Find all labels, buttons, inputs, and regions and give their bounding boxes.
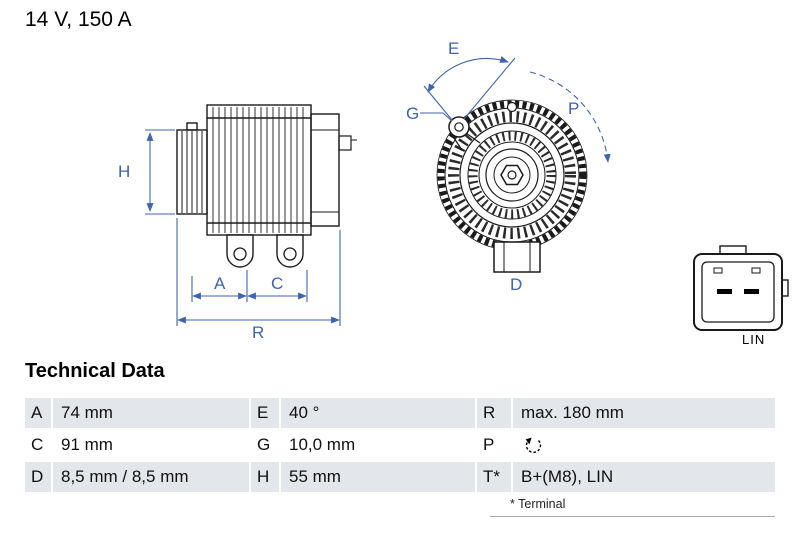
table-cell-value: B+(M8), LIN [513,462,775,492]
table-row: C 91 mm G 10,0 mm P [25,430,775,460]
table-cell-key: T* [477,462,511,492]
connector-pin [744,289,759,294]
page-title: 14 V, 150 A [25,8,132,31]
table-row: A 74 mm E 40 ° R max. 180 mm [25,398,775,428]
dim-label-r: R [252,323,264,342]
table-cell-key: C [25,430,51,460]
table-cell-key: H [251,462,279,492]
connector-drawing [693,245,789,331]
table-cell-value: 74 mm [53,398,249,428]
dim-label-p: P [568,99,579,118]
front-view-dimensions [420,56,611,163]
table-cell-key: G [251,430,279,460]
table-cell-value: max. 180 mm [513,398,775,428]
table-row: D 8,5 mm / 8,5 mm H 55 mm T* B+(M8), LIN [25,462,775,492]
technical-data-heading: Technical Data [25,360,165,382]
technical-drawing: H A C R [118,39,789,347]
rotation-direction-icon [525,437,542,454]
table-cell-key: A [25,398,51,428]
side-view-dimensions [145,129,341,326]
dim-label-h: H [118,162,130,181]
dim-label-a: A [214,274,226,293]
alternator-front-view [436,99,588,273]
table-cell-value: 55 mm [281,462,475,492]
technical-data-table: A 74 mm E 40 ° R max. 180 mm C 91 mm G 1… [25,398,775,517]
table-cell-value: 40 ° [281,398,475,428]
table-cell-key: P [477,430,511,460]
table-cell-key: E [251,398,279,428]
terminal-footnote: * Terminal [490,494,775,517]
dim-label-d: D [510,275,522,294]
table-cell-key: D [25,462,51,492]
table-cell-value: 10,0 mm [281,430,475,460]
table-cell-value: 8,5 mm / 8,5 mm [53,462,249,492]
dim-label-g: G [406,104,419,123]
table-cell-value: 91 mm [53,430,249,460]
table-cell-key: R [477,398,511,428]
dim-label-c: C [271,274,283,293]
table-cell-value [513,430,775,460]
dim-label-e: E [448,39,459,58]
connector-pin [717,289,732,294]
connector-label: LIN [742,332,765,347]
alternator-side-view [176,104,357,268]
